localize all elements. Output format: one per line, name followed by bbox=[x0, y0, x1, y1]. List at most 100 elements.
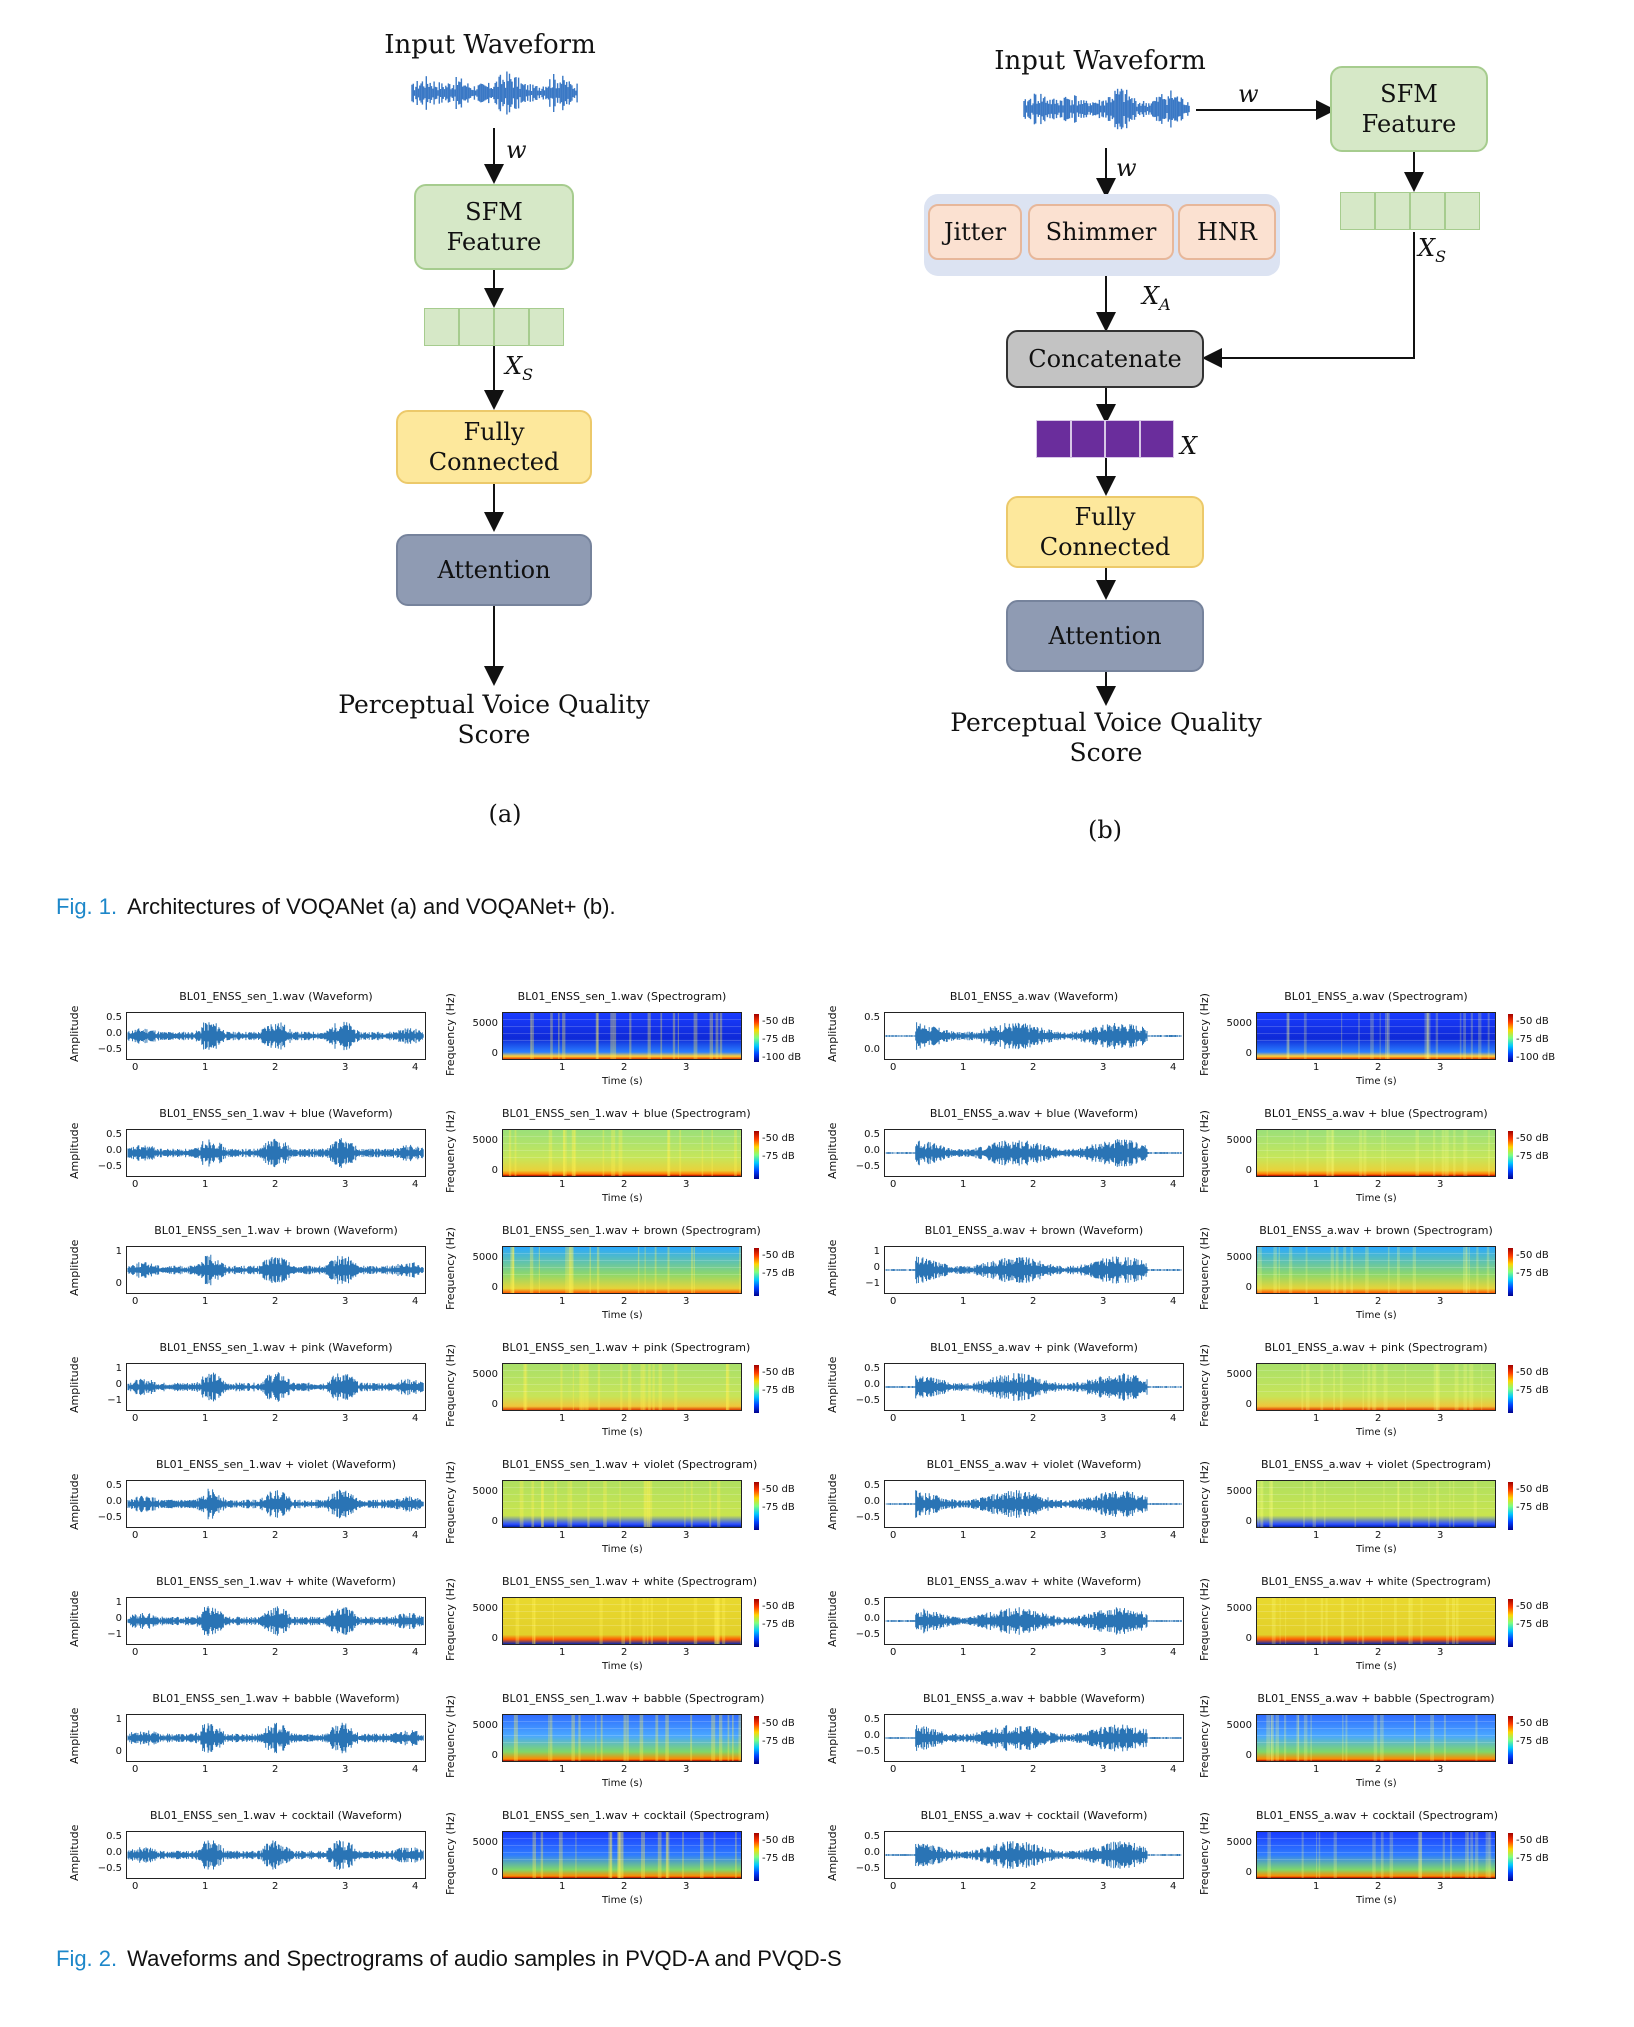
x-tick-label: 3 bbox=[1100, 1179, 1107, 1190]
x-tick-label: 2 bbox=[621, 1647, 628, 1658]
x-tick-label: 1 bbox=[1313, 1764, 1320, 1775]
sfm-feature-box-b: SFM Feature bbox=[1330, 66, 1488, 152]
x-tick-label: 0 bbox=[890, 1530, 897, 1541]
frequency-axis-label: Frequency (Hz) bbox=[1198, 993, 1211, 1076]
frequency-axis-label: Frequency (Hz) bbox=[1198, 1344, 1211, 1427]
y-tick-label: 5000 bbox=[1226, 1720, 1252, 1731]
x-tick-label: 4 bbox=[412, 1881, 419, 1892]
w-down-label-b: w bbox=[1116, 154, 1137, 182]
spectrogram-plot bbox=[502, 1246, 742, 1294]
spectrogram-texture bbox=[503, 1364, 741, 1410]
x-tick-label: 2 bbox=[272, 1881, 279, 1892]
spectrogram-plot bbox=[1256, 1129, 1496, 1177]
y-tick-label: 0 bbox=[491, 1750, 498, 1761]
waveform-trace bbox=[127, 1488, 424, 1520]
x-tick-label: 0 bbox=[132, 1764, 139, 1775]
time-axis-label: Time (s) bbox=[1356, 1778, 1397, 1789]
x-tick-label: 0 bbox=[890, 1764, 897, 1775]
spectrogram-title: BL01_ENSS_a.wav + cocktail (Spectrogram) bbox=[1256, 1809, 1499, 1822]
y-tick-label: 1 bbox=[115, 1246, 122, 1257]
x-tick-label: 1 bbox=[960, 1296, 967, 1307]
x-tick-label: 1 bbox=[960, 1647, 967, 1658]
x-tick-label: 3 bbox=[342, 1179, 349, 1190]
spectrogram-texture bbox=[503, 1013, 741, 1059]
x-tick-label: 1 bbox=[559, 1413, 566, 1424]
x-tick-label: 2 bbox=[272, 1530, 279, 1541]
x-tick-label: 1 bbox=[960, 1062, 967, 1073]
x-tick-label: 3 bbox=[1100, 1881, 1107, 1892]
x-tick-label: 3 bbox=[1437, 1296, 1444, 1307]
time-axis-label: Time (s) bbox=[602, 1544, 643, 1555]
amplitude-axis-label: Amplitude bbox=[68, 1824, 81, 1881]
waveform-title: BL01_ENSS_sen_1.wav + violet (Waveform) bbox=[155, 1458, 397, 1471]
colorbar-tick-label: -75 dB bbox=[762, 1385, 795, 1396]
concatenate-box: Concatenate bbox=[1006, 330, 1204, 388]
y-tick-label: 0 bbox=[1245, 1165, 1252, 1176]
x-tick-label: 3 bbox=[683, 1413, 690, 1424]
amplitude-axis-label: Amplitude bbox=[826, 1122, 839, 1179]
fc-line1-b: Fully bbox=[1074, 503, 1136, 531]
colorbar bbox=[1508, 1482, 1513, 1530]
amplitude-axis-label: Amplitude bbox=[68, 1122, 81, 1179]
frequency-axis-label: Frequency (Hz) bbox=[444, 1812, 457, 1895]
sfm-line1: SFM bbox=[465, 198, 523, 226]
fully-connected-box-b: Fully Connected bbox=[1006, 496, 1204, 568]
spectrogram-plot bbox=[502, 1714, 742, 1762]
y-tick-label: 0.5 bbox=[106, 1129, 122, 1140]
x-tick-label: 2 bbox=[1375, 1647, 1382, 1658]
spectrogram-title: BL01_ENSS_sen_1.wav + white (Spectrogram… bbox=[502, 1575, 757, 1588]
x-tick-label: 4 bbox=[1170, 1530, 1177, 1541]
amplitude-axis-label: Amplitude bbox=[826, 1824, 839, 1881]
figure-2-caption-text: Waveforms and Spectrograms of audio samp… bbox=[127, 1946, 842, 1971]
y-tick-label: 0.5 bbox=[864, 1597, 880, 1608]
x-tick-label: 3 bbox=[683, 1881, 690, 1892]
x-tick-label: 2 bbox=[1375, 1881, 1382, 1892]
x-tick-label: 2 bbox=[621, 1179, 628, 1190]
x-tick-label: 0 bbox=[890, 1413, 897, 1424]
jitter-box: Jitter bbox=[928, 204, 1022, 260]
x-tick-label: 0 bbox=[132, 1647, 139, 1658]
x-tick-label: 4 bbox=[412, 1764, 419, 1775]
y-tick-label: 0 bbox=[491, 1282, 498, 1293]
waveform-title: BL01_ENSS_sen_1.wav + white (Waveform) bbox=[156, 1575, 396, 1588]
x-label-b: X bbox=[1180, 432, 1198, 460]
colorbar bbox=[1508, 1014, 1513, 1062]
colorbar-tick-label: -75 dB bbox=[762, 1151, 795, 1162]
y-tick-label: −0.5 bbox=[855, 1746, 880, 1757]
y-tick-label: 0 bbox=[491, 1165, 498, 1176]
y-tick-label: −1 bbox=[107, 1629, 122, 1640]
fc-line2-b: Connected bbox=[1039, 533, 1171, 561]
spectrogram-plot bbox=[502, 1363, 742, 1411]
spectrogram-plot bbox=[502, 1129, 742, 1177]
y-tick-label: 0.5 bbox=[864, 1480, 880, 1491]
time-axis-label: Time (s) bbox=[1356, 1193, 1397, 1204]
x-tick-label: 3 bbox=[683, 1764, 690, 1775]
xs-label-b: XS bbox=[1418, 234, 1447, 266]
spectrogram-title: BL01_ENSS_sen_1.wav + babble (Spectrogra… bbox=[502, 1692, 765, 1705]
waveform-trace bbox=[127, 1021, 424, 1051]
x-tick-label: 2 bbox=[272, 1764, 279, 1775]
waveform-title: BL01_ENSS_a.wav + babble (Waveform) bbox=[923, 1692, 1145, 1705]
y-tick-label: 0 bbox=[1245, 1048, 1252, 1059]
x-tick-label: 1 bbox=[960, 1179, 967, 1190]
x-tick-label: 0 bbox=[890, 1881, 897, 1892]
waveform-plot bbox=[884, 1831, 1184, 1879]
x-tick-label: 3 bbox=[1100, 1647, 1107, 1658]
x-tick-label: 3 bbox=[342, 1647, 349, 1658]
spectrogram-title: BL01_ENSS_a.wav + pink (Spectrogram) bbox=[1264, 1341, 1488, 1354]
x-tick-label: 1 bbox=[1313, 1062, 1320, 1073]
y-tick-label: 5000 bbox=[472, 1135, 498, 1146]
colorbar-tick-label: -50 dB bbox=[762, 1133, 795, 1144]
y-tick-label: 0.0 bbox=[864, 1496, 880, 1507]
x-tick-label: 1 bbox=[202, 1647, 209, 1658]
y-tick-label: 5000 bbox=[472, 1603, 498, 1614]
x-tick-label: 0 bbox=[890, 1296, 897, 1307]
waveform-plot bbox=[884, 1480, 1184, 1528]
x-tick-label: 4 bbox=[1170, 1764, 1177, 1775]
y-tick-label: −0.5 bbox=[97, 1161, 122, 1172]
y-tick-label: 5000 bbox=[1226, 1603, 1252, 1614]
x-tick-label: 0 bbox=[890, 1647, 897, 1658]
x-tick-label: 3 bbox=[342, 1413, 349, 1424]
w-label-a: w bbox=[506, 136, 527, 164]
xa-label-b: XA bbox=[1142, 282, 1171, 314]
